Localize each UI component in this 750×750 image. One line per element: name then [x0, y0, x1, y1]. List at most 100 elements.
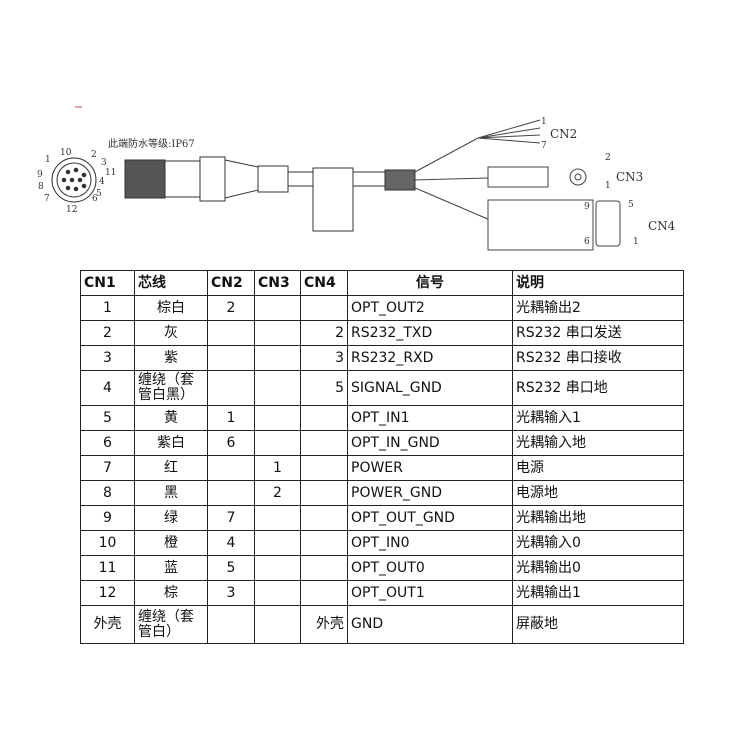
table-cell: POWER_GND — [347, 480, 513, 506]
table-cell: 2 — [80, 320, 135, 346]
table-cell: GND — [347, 605, 513, 644]
table-cell: 4 — [207, 530, 255, 556]
table-cell: 5 — [300, 370, 348, 406]
table-cell: 10 — [80, 530, 135, 556]
table-cell: POWER — [347, 455, 513, 481]
table-cell: 2 — [254, 480, 301, 506]
column-header: CN4 — [300, 270, 348, 296]
table-cell: 黑 — [134, 480, 208, 506]
svg-text:9: 9 — [584, 202, 590, 212]
table-cell — [207, 455, 255, 481]
svg-text:1: 1 — [45, 155, 51, 165]
table-cell: 灰 — [134, 320, 208, 346]
table-cell: OPT_OUT_GND — [347, 505, 513, 531]
svg-text:5: 5 — [628, 200, 634, 210]
table-cell — [300, 530, 348, 556]
table-cell: 光耦输出1 — [512, 580, 684, 606]
cn4-label: CN4 — [648, 219, 676, 233]
table-cell: 3 — [300, 345, 348, 371]
svg-text:6: 6 — [584, 237, 590, 247]
table-cell: 光耦输入地 — [512, 430, 684, 456]
svg-text:7: 7 — [44, 194, 50, 204]
table-cell: OPT_IN_GND — [347, 430, 513, 456]
table-cell: 棕白 — [134, 295, 208, 321]
svg-text:11: 11 — [105, 168, 116, 178]
table-cell — [254, 295, 301, 321]
table-cell — [254, 605, 301, 644]
table-cell: 7 — [207, 505, 255, 531]
table-cell: RS232_RXD — [347, 345, 513, 371]
table-cell: 7 — [80, 455, 135, 481]
table-cell — [207, 480, 255, 506]
table-cell: 紫 — [134, 345, 208, 371]
table-cell — [300, 405, 348, 431]
table-cell — [254, 345, 301, 371]
cn1-connector-face — [51, 157, 97, 203]
table-cell: 6 — [207, 430, 255, 456]
column-header: CN2 — [207, 270, 255, 296]
table-cell: 8 — [80, 480, 135, 506]
table-cell — [300, 505, 348, 531]
table-cell: RS232 串口地 — [512, 370, 684, 406]
svg-text:3: 3 — [101, 158, 107, 168]
table-cell: 2 — [300, 320, 348, 346]
table-cell — [254, 320, 301, 346]
table-cell: OPT_OUT1 — [347, 580, 513, 606]
svg-text:1: 1 — [633, 237, 639, 247]
table-cell: 紫白 — [134, 430, 208, 456]
table-cell: 电源地 — [512, 480, 684, 506]
table-cell: RS232 串口发送 — [512, 320, 684, 346]
breakout-cables — [412, 119, 621, 251]
column-header: 信号 — [347, 270, 513, 296]
table-cell: 1 — [207, 405, 255, 431]
table-cell — [207, 370, 255, 406]
svg-text:1: 1 — [605, 181, 611, 191]
table-cell: 外壳 — [80, 605, 135, 644]
svg-text:4: 4 — [99, 177, 105, 187]
svg-text:8: 8 — [38, 182, 44, 192]
table-cell: 3 — [207, 580, 255, 606]
table-cell: 光耦输入1 — [512, 405, 684, 431]
table-cell — [207, 345, 255, 371]
table-cell — [254, 505, 301, 531]
svg-text:1: 1 — [541, 117, 547, 127]
svg-text:5: 5 — [96, 189, 102, 199]
table-cell: 红 — [134, 455, 208, 481]
table-cell: OPT_IN1 — [347, 405, 513, 431]
table-cell: 5 — [80, 405, 135, 431]
table-cell: 外壳 — [300, 605, 348, 644]
table-cell: 4 — [80, 370, 135, 406]
table-cell: OPT_OUT0 — [347, 555, 513, 581]
table-cell: 光耦输出2 — [512, 295, 684, 321]
table-cell: 屏蔽地 — [512, 605, 684, 644]
svg-text:2: 2 — [605, 153, 611, 163]
table-cell: 1 — [254, 455, 301, 481]
table-cell: 棕 — [134, 580, 208, 606]
table-cell: 2 — [207, 295, 255, 321]
svg-text:2: 2 — [91, 150, 97, 160]
table-cell: OPT_OUT2 — [347, 295, 513, 321]
table-cell: 蓝 — [134, 555, 208, 581]
table-cell — [254, 530, 301, 556]
table-cell: 光耦输出0 — [512, 555, 684, 581]
table-cell: 6 — [80, 430, 135, 456]
table-cell — [300, 580, 348, 606]
table-cell — [207, 605, 255, 644]
table-cell: 光耦输入0 — [512, 530, 684, 556]
table-cell — [300, 430, 348, 456]
cn3-label: CN3 — [616, 170, 643, 184]
cn1-plug — [124, 156, 416, 232]
svg-text:7: 7 — [541, 141, 547, 151]
svg-text:9: 9 — [37, 170, 43, 180]
